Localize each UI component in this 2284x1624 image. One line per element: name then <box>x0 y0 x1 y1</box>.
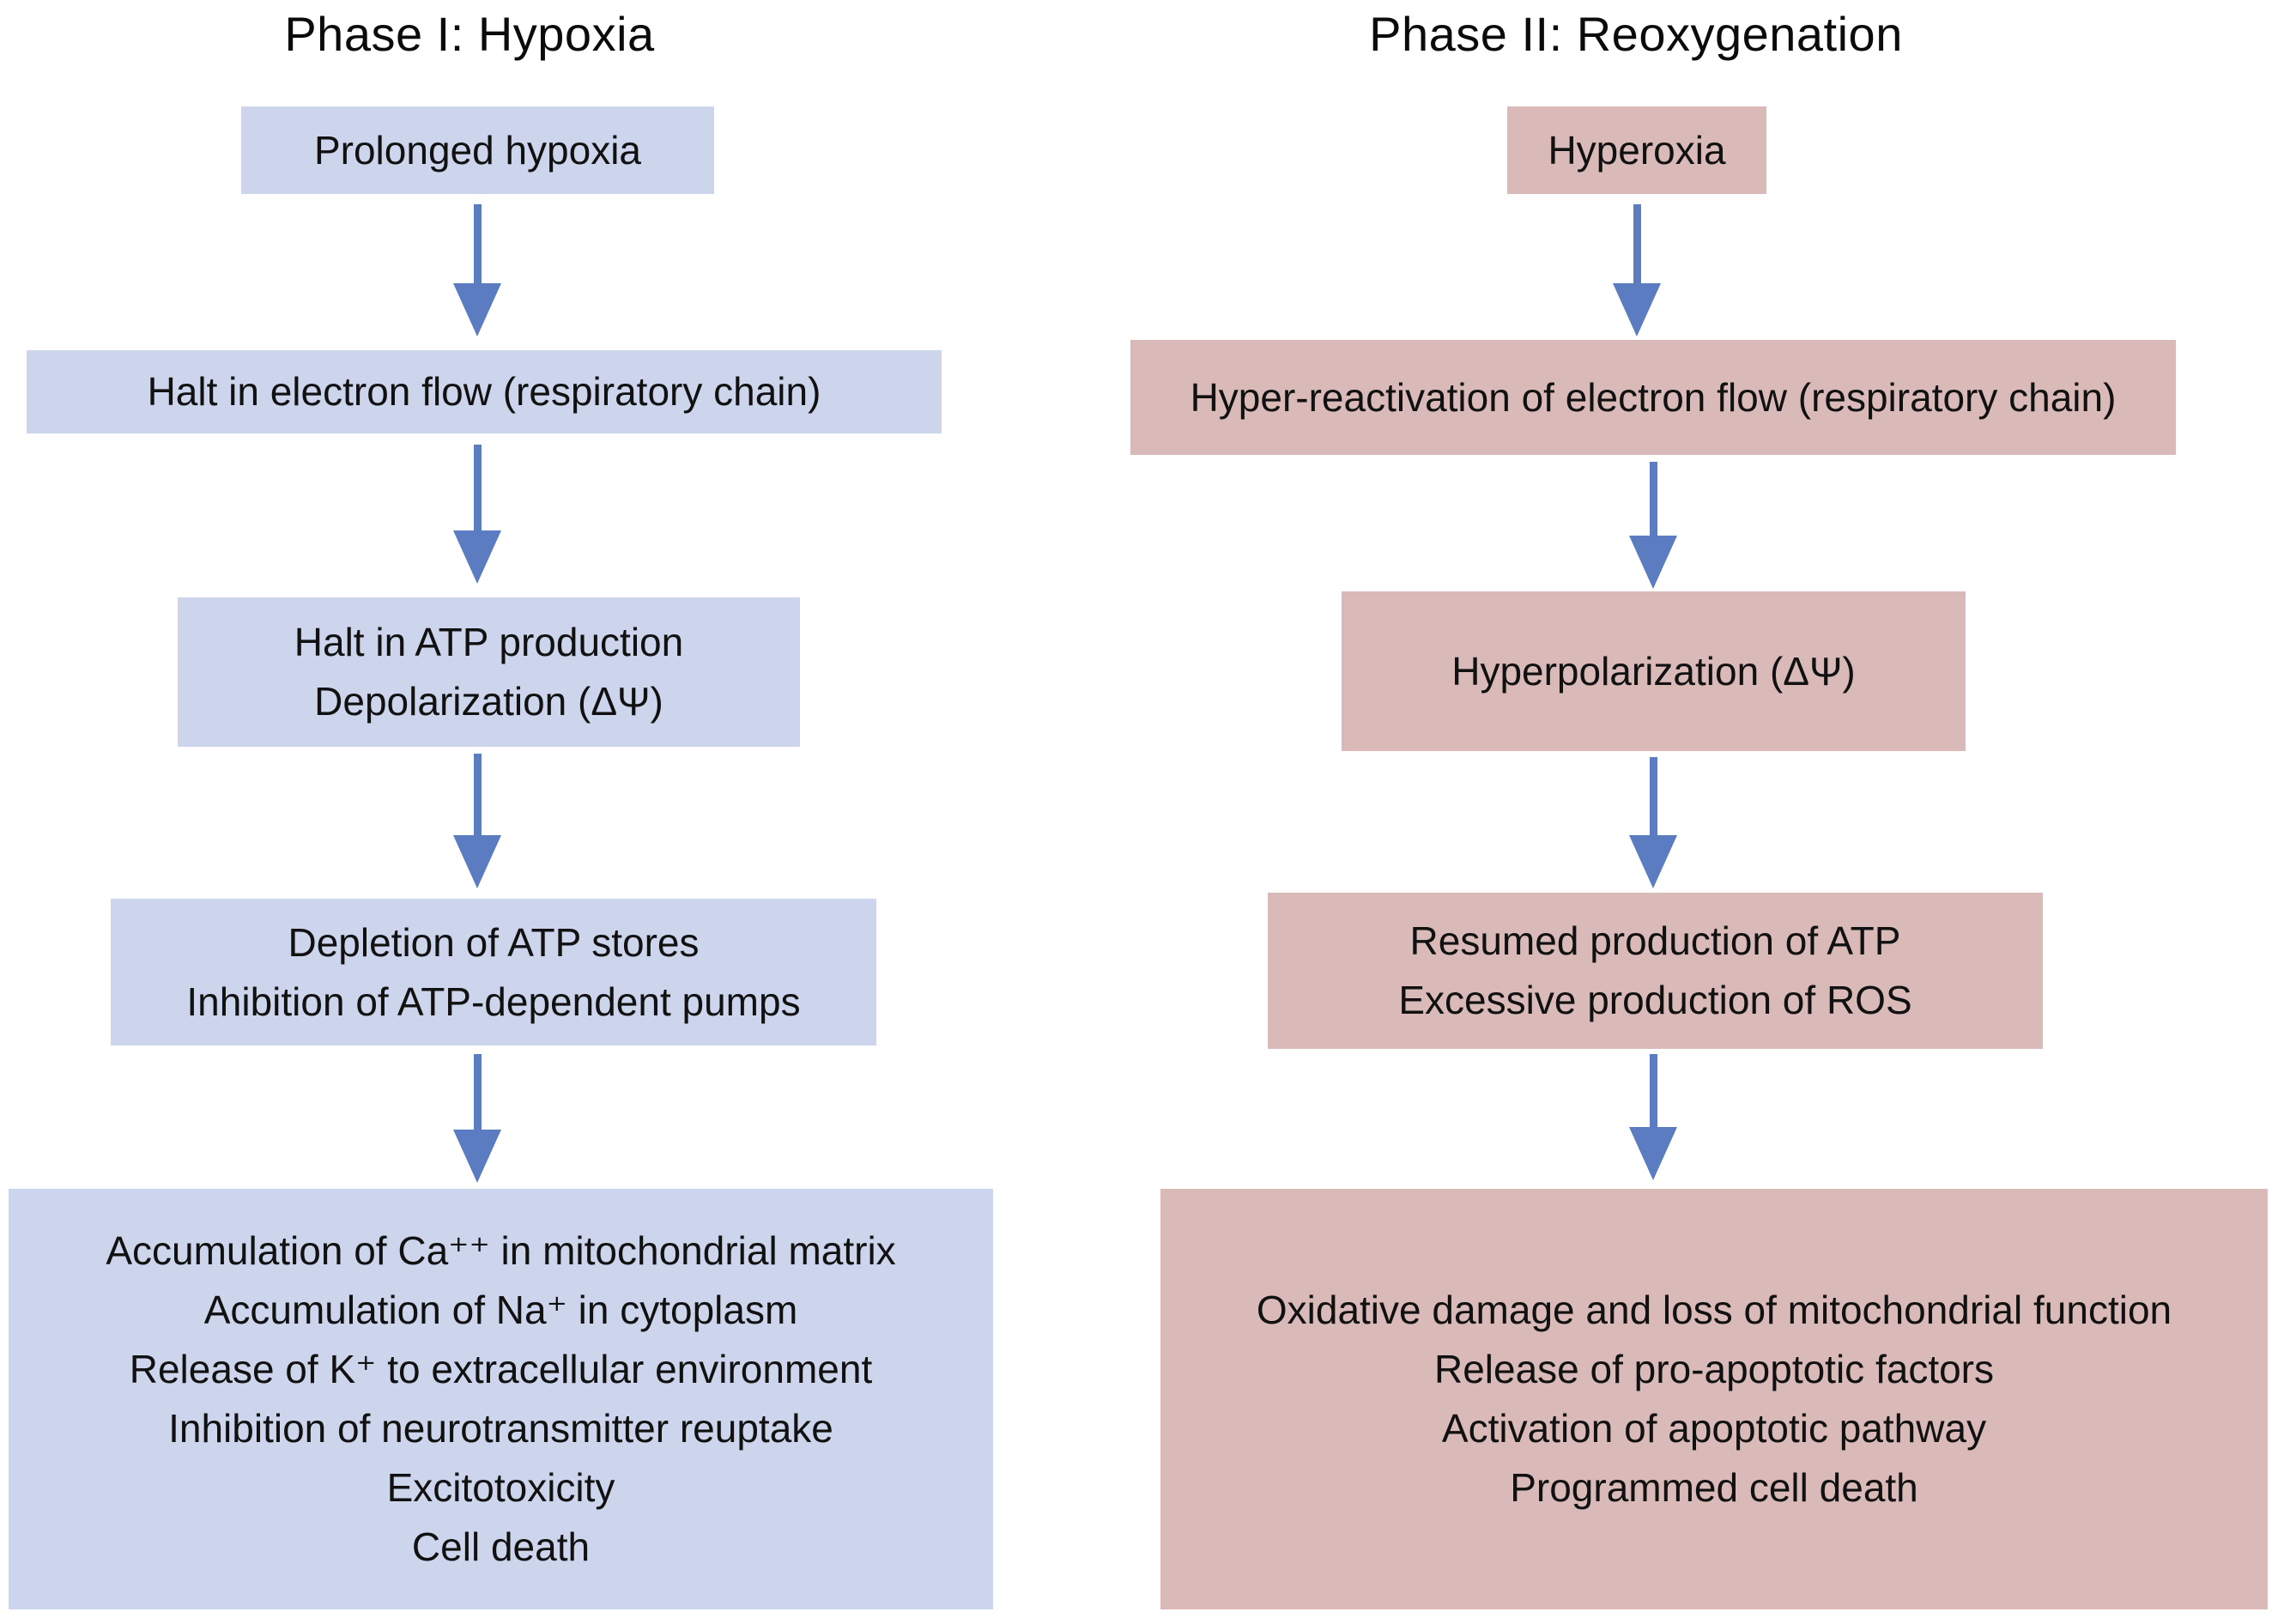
box-line: Cell death <box>411 1524 591 1569</box>
arrow-stem <box>1633 204 1641 283</box>
down-arrow-icon <box>453 754 501 888</box>
arrow-stem <box>473 204 482 283</box>
arrow-head <box>453 1130 501 1183</box>
down-arrow-icon <box>1613 204 1661 336</box>
phase2-box-hyper-reactivation: Hyper-reactivation of electron flow (res… <box>1130 340 2176 455</box>
phase1-box-halt-electron-flow: Halt in electron flow (respiratory chain… <box>27 350 942 433</box>
phase1-box-atp-depletion: Depletion of ATP stores Inhibition of AT… <box>111 899 876 1045</box>
phase1-box-prolonged-hypoxia: Prolonged hypoxia <box>241 106 714 194</box>
box-line: Hyper-reactivation of electron flow (res… <box>1190 374 2117 420</box>
down-arrow-icon <box>1629 462 1677 589</box>
down-arrow-icon <box>453 445 501 584</box>
box-line: Inhibition of ATP-dependent pumps <box>186 979 801 1024</box>
phase2-box-resumed-atp: Resumed production of ATP Excessive prod… <box>1268 893 2043 1049</box>
down-arrow-icon <box>1629 1054 1677 1180</box>
arrow-stem <box>1649 1054 1657 1127</box>
arrow-head <box>1629 835 1677 888</box>
box-line: Depolarization (ΔΨ) <box>314 679 663 724</box>
phase2-box-hyperoxia: Hyperoxia <box>1507 106 1766 194</box>
box-line: Excessive production of ROS <box>1398 978 1912 1022</box>
phase2-title: Phase II: Reoxygenation <box>1369 7 1903 61</box>
box-line: Inhibition of neurotransmitter reuptake <box>168 1406 833 1451</box>
box-line: Resumed production of ATP <box>1409 918 1901 963</box>
down-arrow-icon <box>453 204 501 336</box>
arrow-head <box>1629 1127 1677 1180</box>
box-line: Oxidative damage and loss of mitochondri… <box>1256 1288 2172 1332</box>
arrow-head <box>1629 536 1677 589</box>
phase1-box-outcomes: Accumulation of Ca⁺⁺ in mitochondrial ma… <box>9 1189 993 1609</box>
arrow-head <box>1613 283 1661 336</box>
arrow-stem <box>1649 757 1657 835</box>
phase1-title: Phase I: Hypoxia <box>284 7 655 61</box>
arrow-head <box>453 283 501 336</box>
box-line: Hyperpolarization (ΔΨ) <box>1451 648 1856 694</box>
box-line: Depletion of ATP stores <box>288 919 700 965</box>
box-line: Accumulation of Ca⁺⁺ in mitochondrial ma… <box>106 1228 896 1273</box>
box-line: Excitotoxicity <box>386 1465 615 1510</box>
box-line: Release of K⁺ to extracellular environme… <box>129 1347 873 1391</box>
down-arrow-icon <box>1629 757 1677 888</box>
phase2-box-outcomes: Oxidative damage and loss of mitochondri… <box>1160 1189 2268 1609</box>
box-line: Halt in electron flow (respiratory chain… <box>147 369 821 414</box>
box-line: Prolonged hypoxia <box>313 127 642 173</box>
arrow-stem <box>473 754 482 835</box>
box-line: Programmed cell death <box>1510 1465 1918 1510</box>
arrow-head <box>453 835 501 888</box>
box-line: Activation of apoptotic pathway <box>1441 1406 1987 1451</box>
phase2-box-hyperpolarization: Hyperpolarization (ΔΨ) <box>1342 591 1966 751</box>
down-arrow-icon <box>453 1054 501 1183</box>
box-line: Hyperoxia <box>1548 127 1726 173</box>
box-line: Release of pro-apoptotic factors <box>1433 1347 1995 1391</box>
box-line: Accumulation of Na⁺ in cytoplasm <box>203 1288 798 1332</box>
arrow-stem <box>1649 462 1657 536</box>
arrow-stem <box>473 1054 482 1130</box>
phase1-box-halt-atp-production: Halt in ATP production Depolarization (Δ… <box>178 597 800 747</box>
arrow-stem <box>473 445 482 530</box>
box-line: Halt in ATP production <box>294 620 684 664</box>
arrow-head <box>453 530 501 584</box>
